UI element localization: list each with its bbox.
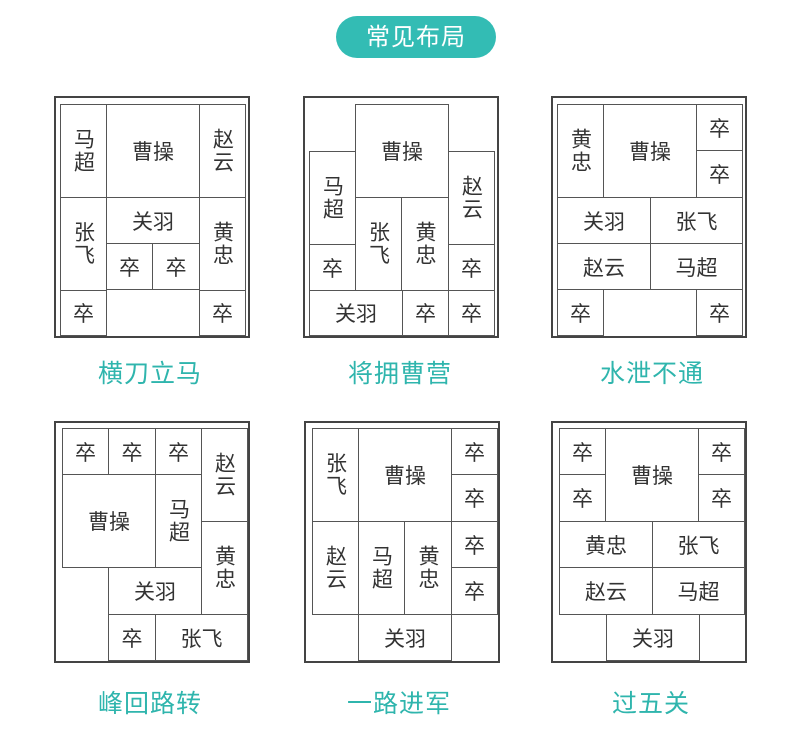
layout-board: 卒 曹操 卒 卒 卒 黄忠 张飞 赵云 马超 关羽 [551, 421, 747, 663]
tile-huangzhong: 黄忠 [199, 197, 246, 291]
tile-caocao: 曹操 [605, 428, 699, 522]
tile-caocao: 曹操 [355, 104, 449, 198]
tile-machao: 马超 [652, 567, 745, 615]
tile-soldier: 卒 [451, 474, 498, 522]
tile-machao: 马超 [60, 104, 107, 198]
tile-caocao: 曹操 [603, 104, 697, 198]
tile-zhangfei: 张飞 [650, 197, 743, 244]
tile-machao: 马超 [155, 474, 202, 568]
tile-soldier: 卒 [451, 428, 498, 475]
tile-zhangfei: 张飞 [60, 197, 107, 291]
tile-soldier: 卒 [451, 567, 498, 615]
tile-soldier: 卒 [60, 290, 107, 336]
layout-board: 曹操 马超 赵云 张飞 黄忠 卒 卒 关羽 卒 卒 [303, 96, 499, 338]
layout-caption: 将拥曹营 [347, 359, 452, 388]
tile-soldier: 卒 [698, 428, 745, 475]
tile-machao: 马超 [309, 151, 356, 245]
tile-zhangfei: 张飞 [652, 521, 745, 568]
tile-zhaoyun: 赵云 [448, 151, 495, 245]
tile-soldier: 卒 [155, 428, 202, 475]
tile-zhangfei: 张飞 [355, 197, 402, 291]
tile-zhangfei: 张飞 [312, 428, 359, 522]
tile-soldier: 卒 [698, 474, 745, 522]
tile-soldier: 卒 [448, 244, 495, 291]
tile-caocao: 曹操 [62, 474, 156, 568]
tile-caocao: 曹操 [106, 104, 200, 198]
tile-soldier: 卒 [451, 521, 498, 568]
tile-soldier: 卒 [559, 474, 606, 522]
tile-soldier: 卒 [696, 104, 743, 151]
layout-caption: 峰回路转 [97, 689, 202, 718]
tile-soldier: 卒 [696, 150, 743, 198]
tile-zhangfei: 张飞 [155, 614, 248, 661]
tile-guanyu: 关羽 [106, 197, 200, 244]
tile-zhaoyun: 赵云 [557, 243, 651, 290]
tile-zhaoyun: 赵云 [559, 567, 653, 615]
tile-soldier: 卒 [402, 290, 449, 336]
tile-huangzhong: 黄忠 [201, 521, 248, 615]
tile-soldier: 卒 [152, 243, 200, 290]
tile-soldier: 卒 [108, 614, 156, 661]
tile-huangzhong: 黄忠 [557, 104, 604, 198]
tile-guanyu: 关羽 [557, 197, 651, 244]
tile-guanyu: 关羽 [309, 290, 403, 336]
tile-huangzhong: 黄忠 [404, 521, 452, 615]
tile-guanyu: 关羽 [606, 614, 700, 661]
tile-huangzhong: 黄忠 [559, 521, 653, 568]
tile-guanyu: 关羽 [358, 614, 452, 661]
layout-board: 卒 卒 卒 赵云 曹操 马超 黄忠 关羽 卒 张飞 [54, 421, 250, 663]
layout-caption: 一路进军 [346, 689, 451, 718]
tile-soldier: 卒 [696, 289, 743, 336]
tile-soldier: 卒 [559, 428, 606, 475]
tile-soldier: 卒 [309, 244, 356, 291]
tile-soldier: 卒 [448, 290, 495, 336]
tile-machao: 马超 [358, 521, 405, 615]
tile-machao: 马超 [650, 243, 743, 290]
tile-caocao: 曹操 [358, 428, 452, 522]
layout-caption: 横刀立马 [97, 359, 202, 388]
tile-zhaoyun: 赵云 [312, 521, 359, 615]
tile-soldier: 卒 [108, 428, 156, 475]
tile-soldier: 卒 [557, 289, 604, 336]
layout-caption: 过五关 [611, 689, 690, 718]
tile-guanyu: 关羽 [108, 567, 202, 615]
layout-board: 黄忠 曹操 卒 卒 关羽 张飞 赵云 马超 卒 卒 [551, 96, 747, 338]
tile-soldier: 卒 [62, 428, 109, 475]
tile-zhaoyun: 赵云 [201, 428, 248, 522]
tile-huangzhong: 黄忠 [401, 197, 449, 291]
tile-soldier: 卒 [106, 243, 153, 290]
layout-caption: 水泄不通 [599, 359, 704, 388]
page-title: 常见布局 [336, 16, 496, 58]
layout-board: 张飞 曹操 卒 卒 赵云 马超 黄忠 卒 卒 关羽 [304, 421, 500, 663]
tile-soldier: 卒 [199, 290, 246, 336]
layout-board: 马超 曹操 赵云 张飞 关羽 黄忠 卒 卒 卒 卒 [54, 96, 250, 338]
tile-zhaoyun: 赵云 [199, 104, 246, 198]
